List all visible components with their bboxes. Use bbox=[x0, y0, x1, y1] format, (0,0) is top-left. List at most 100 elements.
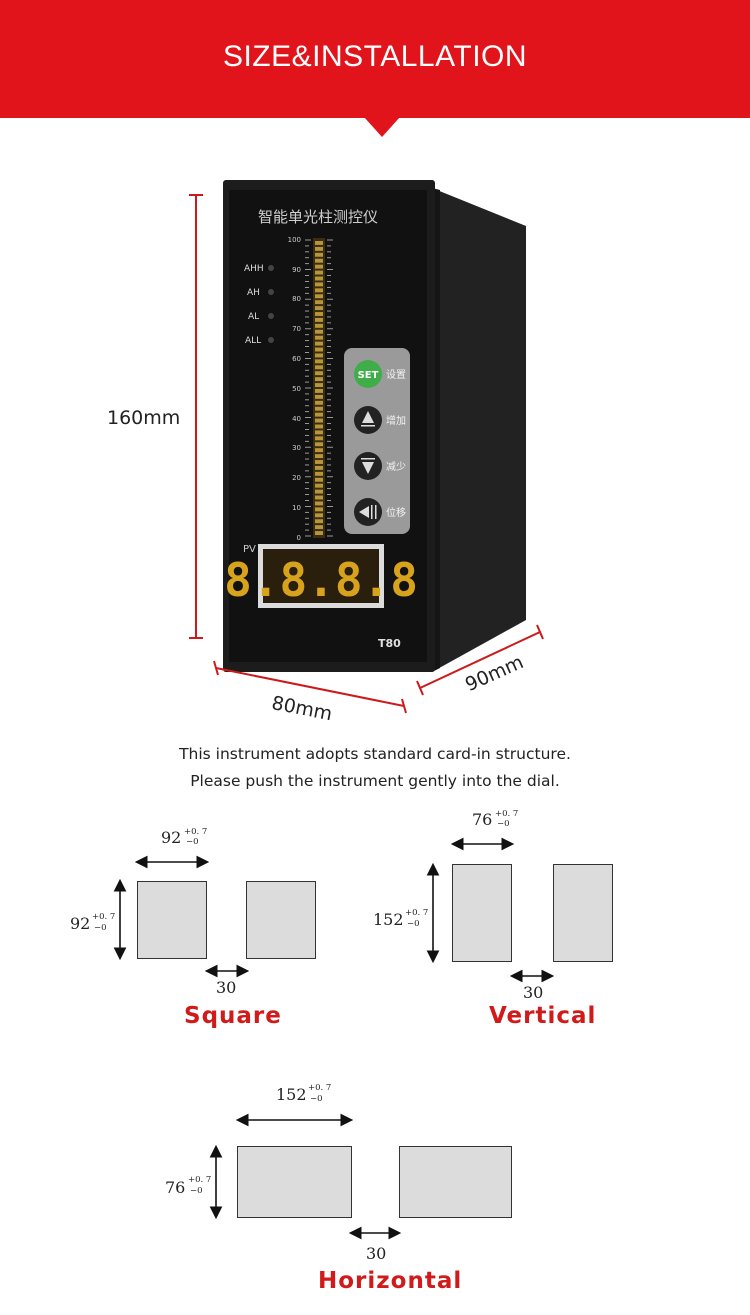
tolerance-upper: +0. 7 bbox=[184, 827, 208, 837]
up-arrow-icon bbox=[362, 411, 374, 423]
bar-segment bbox=[315, 347, 323, 352]
increase-button[interactable] bbox=[354, 406, 382, 434]
led-icon bbox=[268, 265, 274, 271]
scale-label: 10 bbox=[292, 504, 301, 512]
horizontal-height-value: 76 bbox=[165, 1178, 186, 1197]
bar-segment bbox=[315, 412, 323, 417]
tolerance-upper: +0. 7 bbox=[405, 908, 429, 918]
intro-line-1: This instrument adopts standard card-in … bbox=[179, 745, 571, 763]
scale-label: 60 bbox=[292, 355, 301, 363]
alarm-label-al: AL bbox=[248, 312, 259, 322]
tolerance-lower: −0 bbox=[497, 819, 510, 829]
tolerance-upper: +0. 7 bbox=[188, 1175, 212, 1185]
bar-segment bbox=[315, 406, 323, 411]
vertical-gap-value: 30 bbox=[523, 983, 544, 1002]
scale-label: 20 bbox=[292, 474, 301, 482]
tolerance-upper: +0. 7 bbox=[92, 912, 116, 922]
bar-segment bbox=[315, 371, 323, 376]
square-caption: Square bbox=[184, 1003, 282, 1029]
bar-segment bbox=[315, 430, 323, 435]
bar-segment bbox=[315, 513, 323, 518]
bar-graph-segments bbox=[315, 241, 323, 535]
set-button[interactable]: SET bbox=[354, 360, 382, 388]
square-width-value: 92 bbox=[161, 828, 182, 847]
bar-segment bbox=[315, 519, 323, 524]
bar-segment bbox=[315, 377, 323, 382]
alarm-label-ah: AH bbox=[247, 288, 260, 298]
led-icon bbox=[268, 313, 274, 319]
set-button-label: 设置 bbox=[386, 369, 406, 381]
vertical-cutout-left bbox=[452, 864, 512, 962]
bar-segment bbox=[315, 465, 323, 470]
bar-segment bbox=[315, 341, 323, 346]
bar-segment bbox=[315, 394, 323, 399]
square-height-value: 92 bbox=[70, 914, 91, 933]
bar-segment bbox=[315, 329, 323, 334]
header-notch bbox=[364, 117, 400, 137]
led-icon bbox=[268, 289, 274, 295]
vertical-cutout-right bbox=[553, 864, 613, 962]
scale-label: 80 bbox=[292, 295, 301, 303]
scale-label: 50 bbox=[292, 385, 301, 393]
tolerance-lower: −0 bbox=[186, 837, 199, 847]
panel-title: 智能单光柱测控仪 bbox=[258, 208, 378, 226]
header-banner bbox=[0, 0, 750, 118]
bar-segment bbox=[315, 489, 323, 494]
scale-label: 0 bbox=[297, 534, 301, 542]
decrease-button[interactable] bbox=[354, 452, 382, 480]
height-dimension: 160mm bbox=[107, 407, 181, 429]
bar-segment bbox=[315, 460, 323, 464]
bar-segment bbox=[315, 501, 323, 506]
bar-segment bbox=[315, 270, 323, 275]
bar-segment bbox=[315, 525, 323, 530]
pv-label: PV bbox=[243, 544, 256, 555]
bar-segment bbox=[315, 471, 323, 476]
scale-label: 40 bbox=[292, 415, 301, 423]
bar-segment bbox=[315, 531, 323, 535]
led-icon bbox=[268, 337, 274, 343]
bar-segment bbox=[315, 477, 323, 482]
shift-button[interactable] bbox=[354, 498, 382, 526]
alarm-label-all: ALL bbox=[245, 336, 261, 346]
increase-button-label: 增加 bbox=[386, 414, 406, 427]
horizontal-width-value: 152 bbox=[276, 1085, 307, 1104]
vertical-caption: Vertical bbox=[489, 1003, 597, 1029]
bar-segment bbox=[315, 306, 323, 311]
tolerance-lower: −0 bbox=[407, 919, 420, 929]
device-illustration: 智能单光柱测控仪 AHH AH AL ALL 100 90 80 70 60 5… bbox=[189, 180, 544, 714]
page-title: SIZE&INSTALLATION bbox=[222, 40, 528, 73]
bar-segment bbox=[315, 483, 323, 488]
bar-segment bbox=[315, 288, 323, 293]
bar-segment bbox=[315, 264, 323, 269]
intro-line-2: Please push the instrument gently into t… bbox=[190, 772, 560, 790]
bar-segment bbox=[315, 495, 323, 500]
vertical-height-value: 152 bbox=[373, 910, 404, 929]
tolerance-upper: +0. 7 bbox=[308, 1083, 332, 1093]
bar-segment bbox=[315, 400, 323, 405]
bar-segment bbox=[315, 418, 323, 423]
bar-segment bbox=[315, 241, 323, 245]
square-cutout-left bbox=[137, 881, 207, 959]
bar-segment bbox=[315, 353, 323, 358]
horizontal-caption: Horizontal bbox=[318, 1268, 463, 1294]
set-button-key: SET bbox=[358, 370, 379, 381]
scale-label: 70 bbox=[292, 325, 301, 333]
tolerance-lower: −0 bbox=[310, 1094, 323, 1104]
bar-segment bbox=[315, 442, 323, 447]
bar-segment bbox=[315, 258, 323, 263]
tolerance-upper: +0. 7 bbox=[495, 809, 519, 819]
bar-segment bbox=[315, 424, 323, 429]
bar-segment bbox=[315, 335, 323, 340]
horizontal-cutout-right bbox=[399, 1146, 512, 1218]
tolerance-lower: −0 bbox=[190, 1186, 203, 1196]
bar-segment bbox=[315, 294, 323, 299]
bar-segment bbox=[315, 454, 323, 459]
bar-segment bbox=[315, 436, 323, 441]
bar-segment bbox=[315, 359, 323, 364]
bar-segment bbox=[315, 389, 323, 393]
alarm-indicators: AHH AH AL ALL bbox=[244, 264, 274, 346]
scale-label: 100 bbox=[288, 236, 301, 244]
scale-ticks bbox=[305, 239, 333, 537]
bar-segment bbox=[315, 317, 323, 322]
